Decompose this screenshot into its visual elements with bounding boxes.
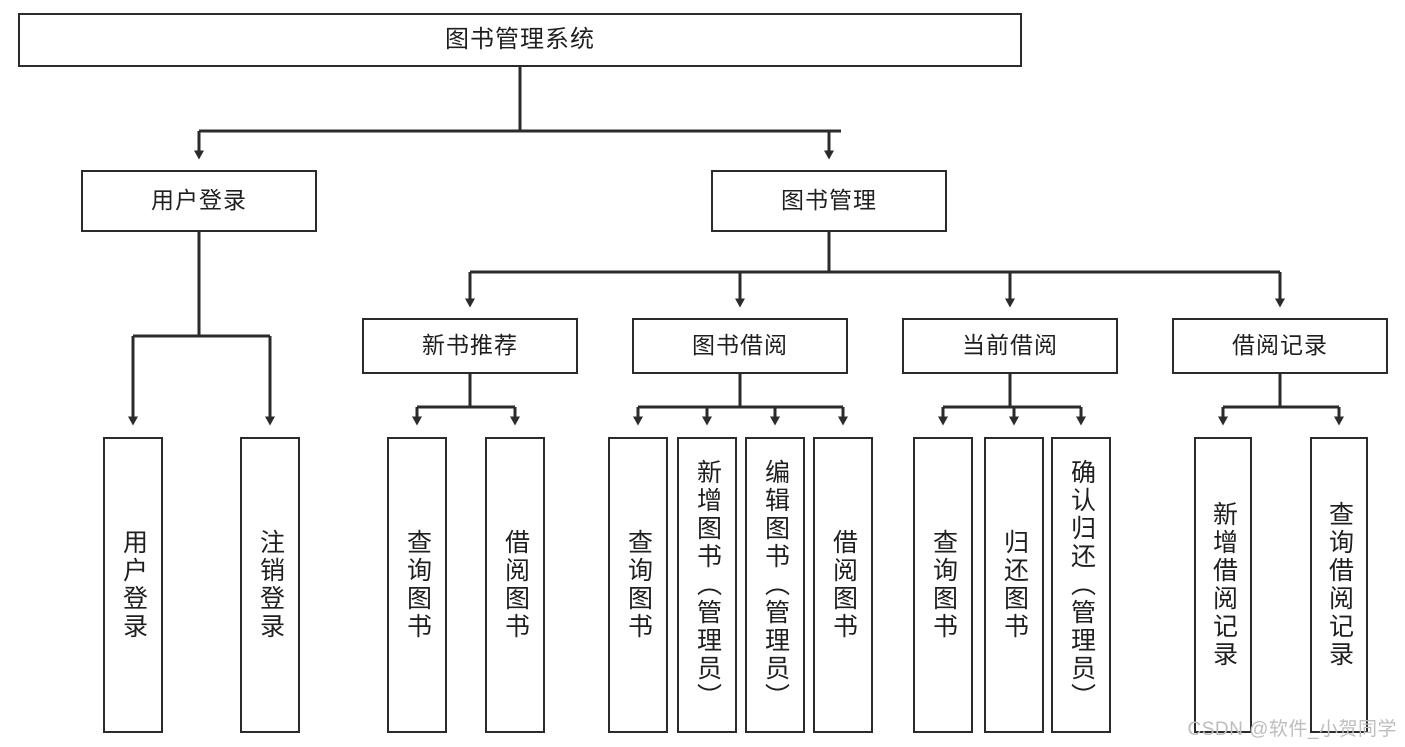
leaf-add-borrow-record[interactable]: 新增借阅记录 xyxy=(1194,437,1252,733)
leaf-borrow-book-borrow-label: 借阅图书 xyxy=(829,529,858,641)
leaf-query-book-newbook[interactable]: 查询图书 xyxy=(387,437,447,733)
node-new-book-recommend[interactable]: 新书推荐 xyxy=(362,318,578,374)
leaf-query-borrow-record-label: 查询借阅记录 xyxy=(1325,501,1354,669)
leaf-confirm-return-admin[interactable]: 确认归还（管理员） xyxy=(1051,437,1111,733)
leaf-add-book-admin[interactable]: 新增图书（管理员） xyxy=(677,437,737,733)
leaf-borrow-book-newbook-label: 借阅图书 xyxy=(501,529,530,641)
leaf-edit-book-admin[interactable]: 编辑图书（管理员） xyxy=(745,437,805,733)
leaf-borrow-book-borrow[interactable]: 借阅图书 xyxy=(813,437,873,733)
leaf-user-login[interactable]: 用户登录 xyxy=(103,437,163,733)
csdn-watermark: CSDN @软件_小贺同学 xyxy=(1187,719,1397,740)
node-book-borrow[interactable]: 图书借阅 xyxy=(632,318,848,374)
node-borrow-record-label: 借阅记录 xyxy=(1232,332,1328,359)
node-borrow-record[interactable]: 借阅记录 xyxy=(1172,318,1388,374)
node-current-borrow[interactable]: 当前借阅 xyxy=(902,318,1118,374)
leaf-return-book-label: 归还图书 xyxy=(1000,529,1029,641)
leaf-add-book-admin-label: 新增图书（管理员） xyxy=(693,459,722,711)
leaf-logout-label: 注销登录 xyxy=(256,529,285,641)
leaf-confirm-return-admin-label: 确认归还（管理员） xyxy=(1067,459,1096,711)
leaf-query-book-newbook-label: 查询图书 xyxy=(403,529,432,641)
node-book-management[interactable]: 图书管理 xyxy=(711,170,947,232)
node-book-management-label: 图书管理 xyxy=(781,187,877,214)
leaf-query-book-current-label: 查询图书 xyxy=(929,529,958,641)
leaf-query-book-borrow-label: 查询图书 xyxy=(624,529,653,641)
leaf-query-borrow-record[interactable]: 查询借阅记录 xyxy=(1310,437,1368,733)
leaf-query-book-current[interactable]: 查询图书 xyxy=(913,437,973,733)
leaf-query-book-borrow[interactable]: 查询图书 xyxy=(608,437,668,733)
node-user-login[interactable]: 用户登录 xyxy=(81,170,317,232)
leaf-logout[interactable]: 注销登录 xyxy=(240,437,300,733)
leaf-add-borrow-record-label: 新增借阅记录 xyxy=(1209,501,1238,669)
node-book-borrow-label: 图书借阅 xyxy=(692,332,788,359)
node-root-label: 图书管理系统 xyxy=(445,25,595,53)
node-current-borrow-label: 当前借阅 xyxy=(962,332,1058,359)
leaf-edit-book-admin-label: 编辑图书（管理员） xyxy=(761,459,790,711)
node-root[interactable]: 图书管理系统 xyxy=(18,13,1022,67)
node-user-login-label: 用户登录 xyxy=(151,187,247,214)
leaf-return-book[interactable]: 归还图书 xyxy=(984,437,1044,733)
leaf-borrow-book-newbook[interactable]: 借阅图书 xyxy=(485,437,545,733)
leaf-user-login-label: 用户登录 xyxy=(119,529,148,641)
node-new-book-recommend-label: 新书推荐 xyxy=(422,332,518,359)
